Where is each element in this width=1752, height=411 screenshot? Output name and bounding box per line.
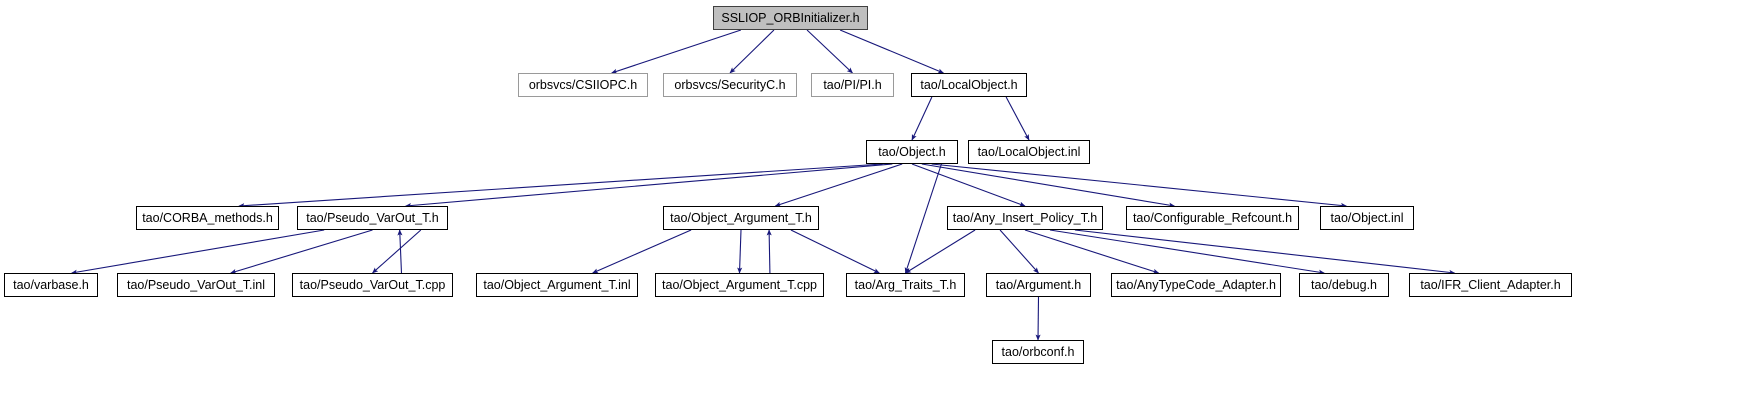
graph-node-pseudo_cpp[interactable]: tao/Pseudo_VarOut_T.cpp (292, 273, 453, 297)
graph-node-label: tao/LocalObject.h (920, 77, 1018, 92)
graph-edge-obj_arg_h-to-arg_traits (790, 229, 880, 274)
graph-edge-any_insert-to-ifr_client (1074, 229, 1456, 275)
graph-node-label: tao/Object_Argument_T.cpp (662, 277, 817, 292)
graph-node-label: tao/Pseudo_VarOut_T.inl (126, 277, 266, 292)
graph-edge-pseudo_varout_h-to-pseudo_inl (230, 229, 373, 274)
graph-node-object_h[interactable]: tao/Object.h (866, 140, 958, 164)
graph-edge-object_h-to-obj_arg_h (774, 163, 903, 207)
graph-edge-root-to-pipi (806, 29, 853, 74)
graph-node-ifr_client[interactable]: tao/IFR_Client_Adapter.h (1409, 273, 1572, 297)
graph-edge-root-to-csiiopc (611, 29, 742, 74)
graph-node-label: tao/Pseudo_VarOut_T.h (306, 210, 439, 225)
graph-node-label: tao/Argument.h (995, 277, 1082, 292)
graph-node-obj_arg_cpp[interactable]: tao/Object_Argument_T.cpp (655, 273, 824, 297)
graph-node-corba_methods[interactable]: tao/CORBA_methods.h (136, 206, 279, 230)
graph-node-anytypecode[interactable]: tao/AnyTypeCode_Adapter.h (1111, 273, 1281, 297)
graph-node-label: tao/Object_Argument_T.h (670, 210, 812, 225)
graph-node-securityc[interactable]: orbsvcs/SecurityC.h (663, 73, 797, 97)
graph-node-label: tao/Any_Insert_Policy_T.h (952, 210, 1098, 225)
graph-node-varbase[interactable]: tao/varbase.h (4, 273, 98, 297)
graph-edge-localobject_h-to-localobject_inl (1005, 96, 1030, 141)
graph-node-label: orbsvcs/SecurityC.h (674, 77, 786, 92)
graph-node-label: orbsvcs/CSIIOPC.h (528, 77, 638, 92)
graph-node-label: tao/Pseudo_VarOut_T.cpp (299, 277, 446, 292)
graph-node-argument[interactable]: tao/Argument.h (986, 273, 1091, 297)
graph-node-label: tao/Object.inl (1330, 210, 1404, 225)
graph-node-obj_arg_h[interactable]: tao/Object_Argument_T.h (663, 206, 819, 230)
graph-node-pseudo_inl[interactable]: tao/Pseudo_VarOut_T.inl (117, 273, 275, 297)
graph-node-conf_refcount[interactable]: tao/Configurable_Refcount.h (1126, 206, 1299, 230)
graph-node-any_insert[interactable]: tao/Any_Insert_Policy_T.h (947, 206, 1103, 230)
graph-edge-object_h-to-conf_refcount (921, 163, 1176, 208)
graph-edge-root-to-securityc (729, 29, 775, 74)
graph-edge-pseudo_varout_h-to-pseudo_cpp (372, 229, 422, 274)
graph-edge-obj_arg_h-to-obj_arg_cpp (737, 229, 743, 274)
graph-edge-argument-to-orbconf (1035, 296, 1041, 341)
graph-node-root[interactable]: SSLIOP_ORBInitializer.h (713, 6, 868, 30)
graph-node-label: tao/IFR_Client_Adapter.h (1420, 277, 1561, 292)
graph-node-label: tao/debug.h (1310, 277, 1378, 292)
graph-node-label: tao/Object_Argument_T.inl (483, 277, 631, 292)
graph-edge-any_insert-to-anytypecode (1024, 229, 1160, 274)
graph-edge-obj_arg_h-to-obj_arg_inl (592, 229, 692, 274)
graph-edge-object_h-to-arg_traits (904, 163, 942, 274)
graph-edge-any_insert-to-arg_traits (904, 229, 976, 274)
graph-node-pipi[interactable]: tao/PI/PI.h (811, 73, 894, 97)
graph-edge-object_h-to-pseudo_varout_h (405, 163, 893, 209)
graph-node-label: tao/LocalObject.inl (977, 144, 1081, 159)
graph-node-debug[interactable]: tao/debug.h (1299, 273, 1389, 297)
graph-edge-any_insert-to-argument (999, 229, 1039, 274)
graph-node-csiiopc[interactable]: orbsvcs/CSIIOPC.h (518, 73, 648, 97)
graph-edge-pseudo_varout_h-to-varbase (71, 229, 325, 275)
graph-edge-any_insert-to-debug (1049, 229, 1325, 275)
graph-node-label: tao/AnyTypeCode_Adapter.h (1116, 277, 1276, 292)
graph-node-localobject_inl[interactable]: tao/LocalObject.inl (968, 140, 1090, 164)
graph-node-label: tao/Configurable_Refcount.h (1132, 210, 1293, 225)
graph-edge-obj_arg_cpp-to-obj_arg_h (766, 229, 772, 274)
graph-node-object_inl[interactable]: tao/Object.inl (1320, 206, 1414, 230)
graph-edge-object_h-to-object_inl (931, 163, 1347, 208)
graph-node-label: tao/Arg_Traits_T.h (854, 277, 957, 292)
graph-node-label: tao/varbase.h (13, 277, 89, 292)
graph-edge-pseudo_cpp-to-pseudo_varout_h (397, 229, 403, 274)
graph-node-localobject_h[interactable]: tao/LocalObject.h (911, 73, 1027, 97)
graph-node-label: tao/CORBA_methods.h (142, 210, 273, 225)
graph-node-arg_traits[interactable]: tao/Arg_Traits_T.h (846, 273, 965, 297)
graph-node-label: SSLIOP_ORBInitializer.h (721, 10, 860, 25)
graph-node-label: tao/orbconf.h (1001, 344, 1075, 359)
graph-edge-object_h-to-any_insert (911, 163, 1026, 207)
graph-node-label: tao/PI/PI.h (823, 77, 882, 92)
graph-edge-root-to-localobject_h (839, 29, 945, 74)
graph-node-label: tao/Object.h (878, 144, 946, 159)
graph-edge-object_h-to-corba_methods (238, 163, 883, 209)
graph-node-orbconf[interactable]: tao/orbconf.h (992, 340, 1084, 364)
graph-node-pseudo_varout_h[interactable]: tao/Pseudo_VarOut_T.h (297, 206, 448, 230)
graph-edge-localobject_h-to-object_h (911, 96, 933, 141)
graph-node-obj_arg_inl[interactable]: tao/Object_Argument_T.inl (476, 273, 638, 297)
